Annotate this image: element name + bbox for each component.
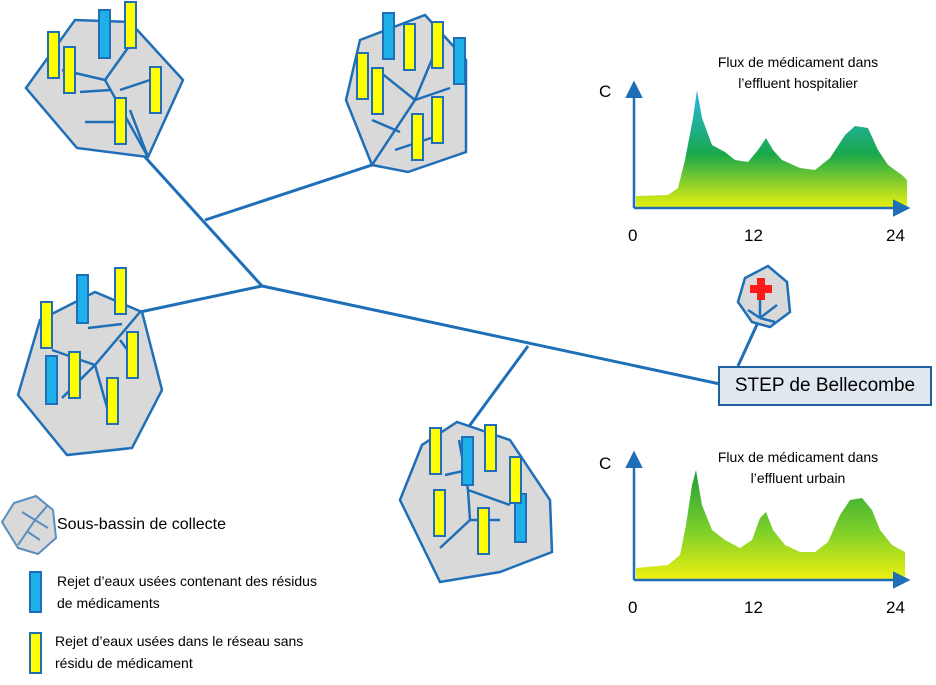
treatment-plant-label: STEP de Bellecombe: [734, 375, 916, 396]
legend-with-residue-line1: Rejet d’eaux usées contenant des résidus: [57, 573, 317, 589]
legend-without-residue-label: Rejet d’eaux usées dans le réseau sans r…: [55, 630, 303, 674]
hospital-graph-title-line1: Flux de médicament dans: [717, 54, 879, 70]
discharge-with-residue-icon: [382, 12, 395, 60]
hospital-effluent-graph: [625, 80, 911, 217]
urban-flux-area: [636, 470, 905, 580]
urban-graph-y-label: C: [599, 454, 612, 473]
legend-basin-label: Sous-bassin de collecte: [57, 516, 226, 533]
discharge-without-residue-icon: [411, 113, 424, 161]
sub-basin-top-right: [344, 12, 468, 174]
discharge-without-residue-icon: [106, 377, 119, 425]
discharge-with-residue-icon: [453, 37, 466, 85]
urban-graph-x-tick: 0: [628, 598, 638, 617]
discharge-without-residue-icon: [403, 23, 416, 71]
legend-with-residue-line2: de médicaments: [57, 595, 160, 611]
legend-basin-symbol: [0, 494, 58, 556]
discharge-with-residue-icon: [461, 436, 474, 486]
urban-graph-title: Flux de médicament dans l’effluent urbai…: [668, 447, 928, 489]
main-collector-network: [139, 155, 762, 441]
discharge-without-residue-icon: [431, 96, 444, 144]
discharge-without-residue-icon: [356, 52, 369, 100]
discharge-without-residue-icon: [149, 66, 162, 114]
discharge-without-residue-icon: [371, 67, 384, 115]
urban-graph-title-line2: l’effluent urbain: [750, 470, 846, 486]
treatment-plant-box: STEP de Bellecombe: [718, 366, 932, 406]
discharge-without-residue-icon: [114, 97, 127, 145]
discharge-without-residue-icon: [47, 31, 60, 79]
hospital-flux-area: [636, 90, 907, 207]
discharge-without-residue-icon: [429, 427, 442, 475]
urban-effluent-graph: [625, 450, 911, 589]
sub-basin-bottom-center: [398, 420, 554, 584]
discharge-without-residue-icon: [68, 351, 81, 399]
discharge-without-residue-icon: [124, 1, 137, 49]
discharge-without-residue-icon: [484, 424, 497, 472]
urban-graph-x-tick: 12: [744, 598, 763, 617]
legend-without-residue-line2: résidu de médicament: [55, 655, 193, 671]
discharge-without-residue-icon: [433, 489, 446, 537]
discharge-without-residue-icon: [477, 507, 490, 555]
hospital-sub-basin: [736, 264, 792, 329]
discharge-without-residue-icon: [40, 301, 53, 349]
discharge-without-residue-icon: [509, 456, 522, 504]
discharge-without-residue-icon: [114, 267, 127, 315]
sub-basin-middle-left: [16, 267, 164, 457]
discharge-without-residue-icon: [126, 331, 139, 379]
hospital-graph-title-line2: l’effluent hospitalier: [738, 75, 858, 91]
legend-discharge-without-residue-icon: [29, 632, 42, 674]
discharge-with-residue-icon: [45, 355, 58, 405]
hospital-cross-icon: [750, 278, 772, 300]
discharge-without-residue-icon: [63, 46, 76, 94]
hospital-graph-x-tick: 12: [744, 226, 763, 245]
urban-graph-title-line1: Flux de médicament dans: [717, 449, 879, 465]
discharge-with-residue-icon: [98, 9, 111, 59]
hospital-graph-x-tick: 0: [628, 226, 638, 245]
discharge-without-residue-icon: [431, 21, 444, 69]
legend-with-residue-label: Rejet d’eaux usées contenant des résidus…: [57, 570, 317, 614]
urban-graph-x-tick: 24: [886, 598, 905, 617]
hospital-graph-title: Flux de médicament dans l’effluent hospi…: [668, 52, 928, 94]
hospital-graph-y-label: C: [599, 82, 612, 101]
legend-without-residue-line1: Rejet d’eaux usées dans le réseau sans: [55, 633, 304, 649]
legend-discharge-with-residue-icon: [29, 571, 42, 613]
sub-basin-top-left: [24, 1, 185, 159]
discharge-with-residue-icon: [76, 274, 89, 324]
hospital-graph-x-tick: 24: [886, 226, 905, 245]
